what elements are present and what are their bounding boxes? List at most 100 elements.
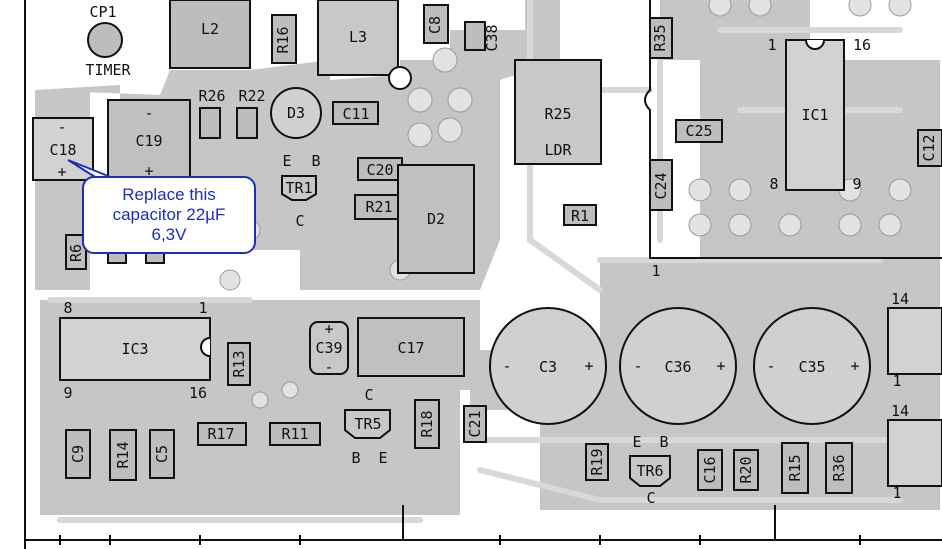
r16-label: R16 (274, 26, 292, 53)
callout-line-3: 6,3V (151, 225, 187, 244)
c36-capacitor (619, 307, 737, 425)
tr1-e-label: E (282, 152, 291, 170)
r6-label: R6 (67, 244, 85, 262)
l2-label: L2 (201, 20, 219, 38)
r15-label: R15 (786, 454, 804, 481)
timer-label: TIMER (85, 61, 131, 79)
ic1-pin9-label: 9 (852, 175, 861, 193)
r25-ldr (514, 59, 602, 165)
r26-label: R26 (198, 87, 225, 105)
c8-capacitor (423, 4, 449, 44)
tr5-transistor (344, 409, 391, 439)
c24-capacitor (649, 159, 673, 211)
r1-resistor (563, 204, 597, 226)
c35-capacitor (753, 307, 871, 425)
tr1-label: TR1 (285, 179, 312, 197)
c21-capacitor (463, 405, 487, 443)
c8-label: C8 (426, 16, 444, 34)
c21-label: C21 (466, 410, 484, 437)
c25-capacitor (675, 119, 723, 143)
c3-minus: - (502, 357, 511, 375)
r13-resistor (227, 342, 251, 386)
c39-plus: + (324, 320, 333, 338)
c11-label: C11 (342, 105, 369, 123)
r6-resistor (65, 234, 87, 270)
c19-plus: + (144, 162, 153, 180)
ic3-pin9-label: 9 (63, 384, 72, 402)
ic1-label: IC1 (801, 106, 828, 124)
c24-label: C24 (652, 172, 670, 199)
ic3-pin8-label: 8 (63, 299, 72, 317)
c12-label: C12 (920, 134, 938, 161)
tr6-label: TR6 (636, 462, 663, 480)
cp1-trimmer (87, 22, 123, 58)
pin1-mid-label: 1 (651, 262, 660, 280)
tr1-c-label: C (295, 212, 304, 230)
right-ic-pin1-bottom: 1 (892, 484, 901, 502)
r19-label: R19 (588, 448, 606, 475)
ic3-label: IC3 (121, 340, 148, 358)
right-ic-pin14-top: 14 (891, 290, 909, 308)
c16-capacitor (697, 449, 723, 491)
ic1-chip (785, 39, 845, 191)
cp1-label: CP1 (89, 3, 116, 21)
c35-label: C35 (798, 358, 825, 376)
ic1-pin1-label: 1 (767, 36, 776, 54)
c17-label: C17 (397, 339, 424, 357)
r13-label: R13 (230, 350, 248, 377)
r15-resistor (781, 442, 809, 494)
c3-plus: + (584, 357, 593, 375)
tr5-label: TR5 (354, 415, 381, 433)
tr5-c-label: C (364, 386, 373, 404)
ldr-label: LDR (544, 141, 572, 159)
c3-capacitor (489, 307, 607, 425)
tr6-b-label: B (659, 433, 668, 451)
c35-minus: - (766, 357, 775, 375)
d3-label: D3 (287, 104, 305, 122)
c38-capacitor (464, 21, 486, 51)
r20-label: R20 (737, 456, 755, 483)
d3-led (270, 87, 322, 139)
c19-minus: - (144, 104, 153, 122)
c5-capacitor (149, 429, 175, 479)
d2-label: D2 (427, 210, 445, 228)
r35-label: R35 (651, 24, 669, 51)
tr6-transistor (629, 455, 671, 487)
c9-label: C9 (69, 445, 87, 463)
r11-resistor (269, 422, 321, 446)
c18-label: C18 (49, 141, 76, 159)
right-ic-top (887, 307, 942, 375)
l2-inductor (169, 0, 251, 69)
l3-label: L3 (349, 28, 367, 46)
r22-label: R22 (238, 87, 265, 105)
r17-label: R17 (207, 425, 234, 443)
r36-resistor (825, 442, 853, 494)
tr5-b-label: B (351, 449, 360, 467)
ic3-chip (59, 317, 211, 381)
c19-label: C19 (135, 132, 162, 150)
r16-resistor (271, 14, 297, 64)
ic3-pin16-label: 16 (189, 384, 207, 402)
r1-label: R1 (571, 207, 589, 225)
r35-resistor (649, 17, 673, 59)
tr6-c-label: C (646, 489, 655, 507)
c17-capacitor (357, 317, 465, 377)
r22-resistor (236, 107, 258, 139)
c36-label: C36 (664, 358, 691, 376)
c12-capacitor (917, 129, 942, 167)
replace-capacitor-callout: Replace this capacitor 22µF 6,3V (82, 176, 256, 254)
c18-plus: + (57, 163, 66, 181)
c9-capacitor (65, 429, 91, 479)
ic1-pin16-label: 16 (853, 36, 871, 54)
callout-line-2: capacitor 22µF (112, 205, 226, 224)
c39-capacitor (309, 321, 349, 375)
c35-plus: + (850, 357, 859, 375)
d2-diode (397, 164, 475, 274)
r25-label: R25 (544, 105, 571, 123)
tr6-e-label: E (632, 433, 641, 451)
c5-label: C5 (153, 445, 171, 463)
tr1-b-label: B (311, 152, 320, 170)
board-edges (24, 0, 942, 549)
r21-label: R21 (365, 198, 392, 216)
c16-label: C16 (701, 456, 719, 483)
